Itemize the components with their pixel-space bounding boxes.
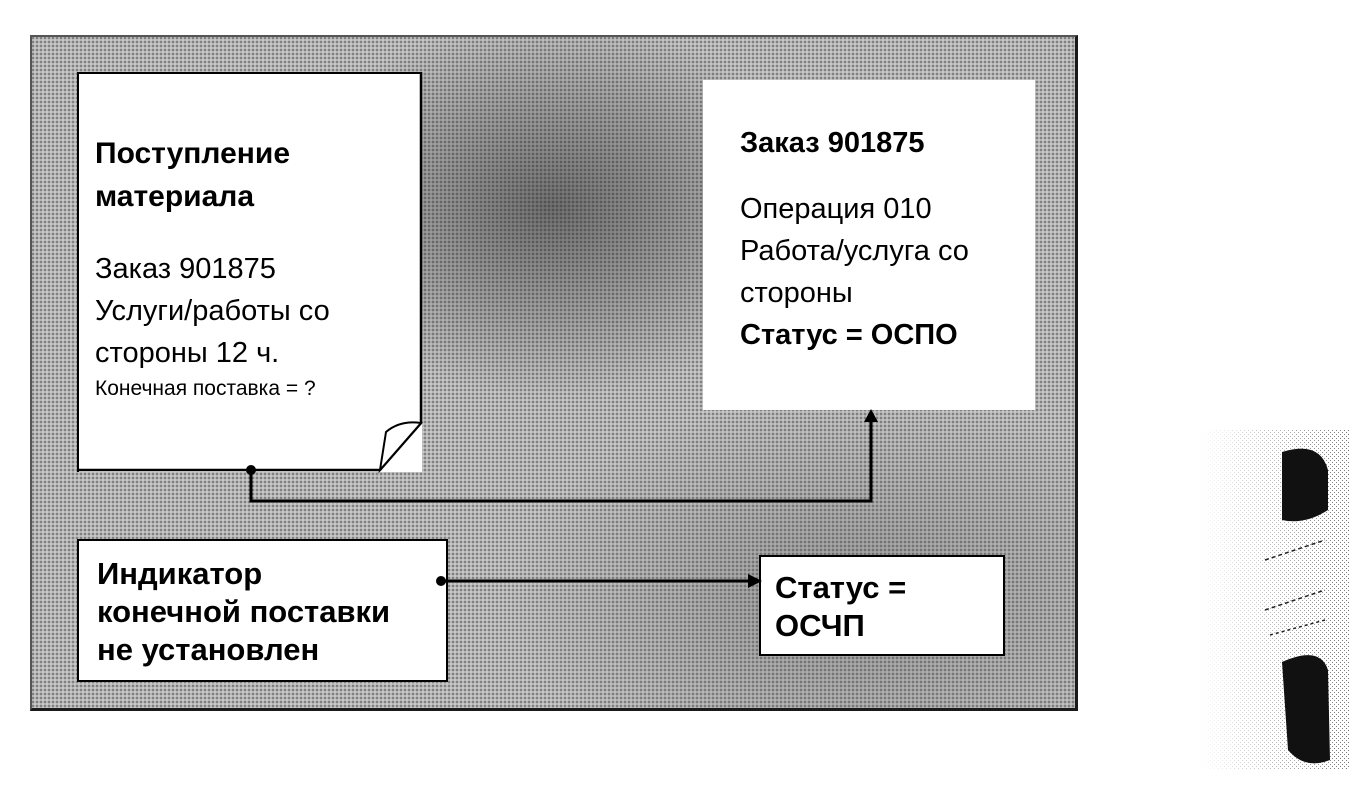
indicator-line-1: Индикатор bbox=[97, 556, 263, 591]
final-delivery-indicator-box: Индикатор конечной поставки не установле… bbox=[77, 539, 448, 682]
production-order-title: Заказ 901875 bbox=[740, 127, 925, 159]
material-receipt-service-line-1: Услуги/работы со bbox=[95, 295, 330, 327]
production-order-operation: Операция 010 bbox=[740, 193, 932, 225]
material-receipt-final-delivery: Конечная поставка = ? bbox=[95, 377, 316, 400]
material-receipt-content: Поступление материала Заказ 901875 Услуг… bbox=[95, 132, 415, 404]
material-receipt-title-line-2: материала bbox=[95, 180, 255, 213]
material-receipt-order: Заказ 901875 bbox=[95, 253, 276, 285]
indicator-line-3: не установлен bbox=[97, 632, 320, 667]
material-receipt-title-line-1: Поступление bbox=[95, 137, 291, 170]
indicator-line-2: конечной поставки bbox=[97, 594, 391, 629]
result-status-content: Статус = ОСЧП bbox=[775, 569, 906, 645]
production-order-work-line-1: Работа/услуга со bbox=[740, 235, 969, 267]
production-order-content: Заказ 901875 Операция 010 Работа/услуга … bbox=[740, 122, 969, 356]
result-status-box: Статус = ОСЧП bbox=[759, 555, 1005, 656]
result-status-line-1: Статус = bbox=[775, 570, 907, 605]
result-status-line-2: ОСЧП bbox=[775, 608, 865, 643]
material-receipt-document: Поступление материала Заказ 901875 Услуг… bbox=[77, 72, 422, 472]
production-order-box: Заказ 901875 Операция 010 Работа/услуга … bbox=[703, 80, 1035, 410]
production-order-work-line-2: стороны bbox=[740, 277, 853, 309]
material-receipt-service-line-2: стороны 12 ч. bbox=[95, 337, 280, 369]
production-order-status: Статус = ОСПО bbox=[740, 319, 958, 351]
final-delivery-indicator-content: Индикатор конечной поставки не установле… bbox=[97, 555, 390, 669]
